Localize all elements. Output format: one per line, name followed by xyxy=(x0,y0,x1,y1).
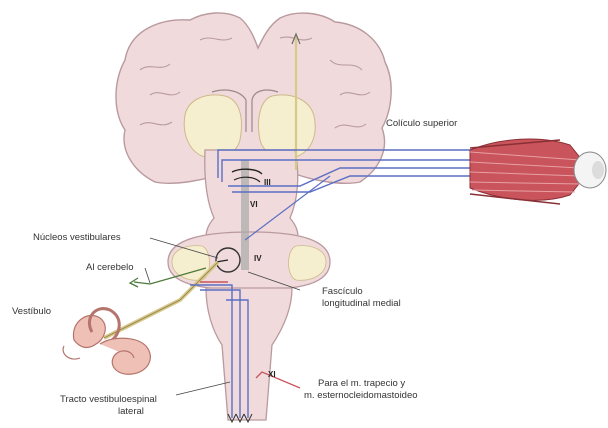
label-vestibulo: Vestíbulo xyxy=(12,306,51,317)
label-nucleus-iii: III xyxy=(264,178,271,187)
label-nucleos-vestibulares: Núcleos vestibulares xyxy=(33,232,121,243)
label-al-cerebelo: Al cerebelo xyxy=(86,262,134,273)
label-coliculo-superior: Colículo superior xyxy=(386,118,457,129)
label-nucleus-xi: XI xyxy=(268,370,276,379)
leader-al-cerebelo xyxy=(145,268,150,283)
label-trapecio-1: Para el m. trapecio y xyxy=(318,378,405,389)
label-nucleus-iv: IV xyxy=(254,254,262,263)
label-nucleus-vi: VI xyxy=(250,200,258,209)
inner-ear xyxy=(63,309,150,375)
label-tracto-2: lateral xyxy=(118,406,144,417)
mlf-band xyxy=(241,160,249,270)
label-fasciculo-2: longitudinal medial xyxy=(322,298,401,309)
eye-with-muscles xyxy=(470,139,606,204)
label-trapecio-2: m. esternocleidomastoideo xyxy=(304,390,418,401)
label-tracto-1: Tracto vestibuloespinal xyxy=(60,394,157,405)
label-fasciculo-1: Fascículo xyxy=(322,286,363,297)
leader-tracto xyxy=(176,382,230,395)
white-matter-right xyxy=(259,95,316,157)
white-matter-left xyxy=(184,95,241,157)
medulla-spinal-cord xyxy=(206,288,292,420)
